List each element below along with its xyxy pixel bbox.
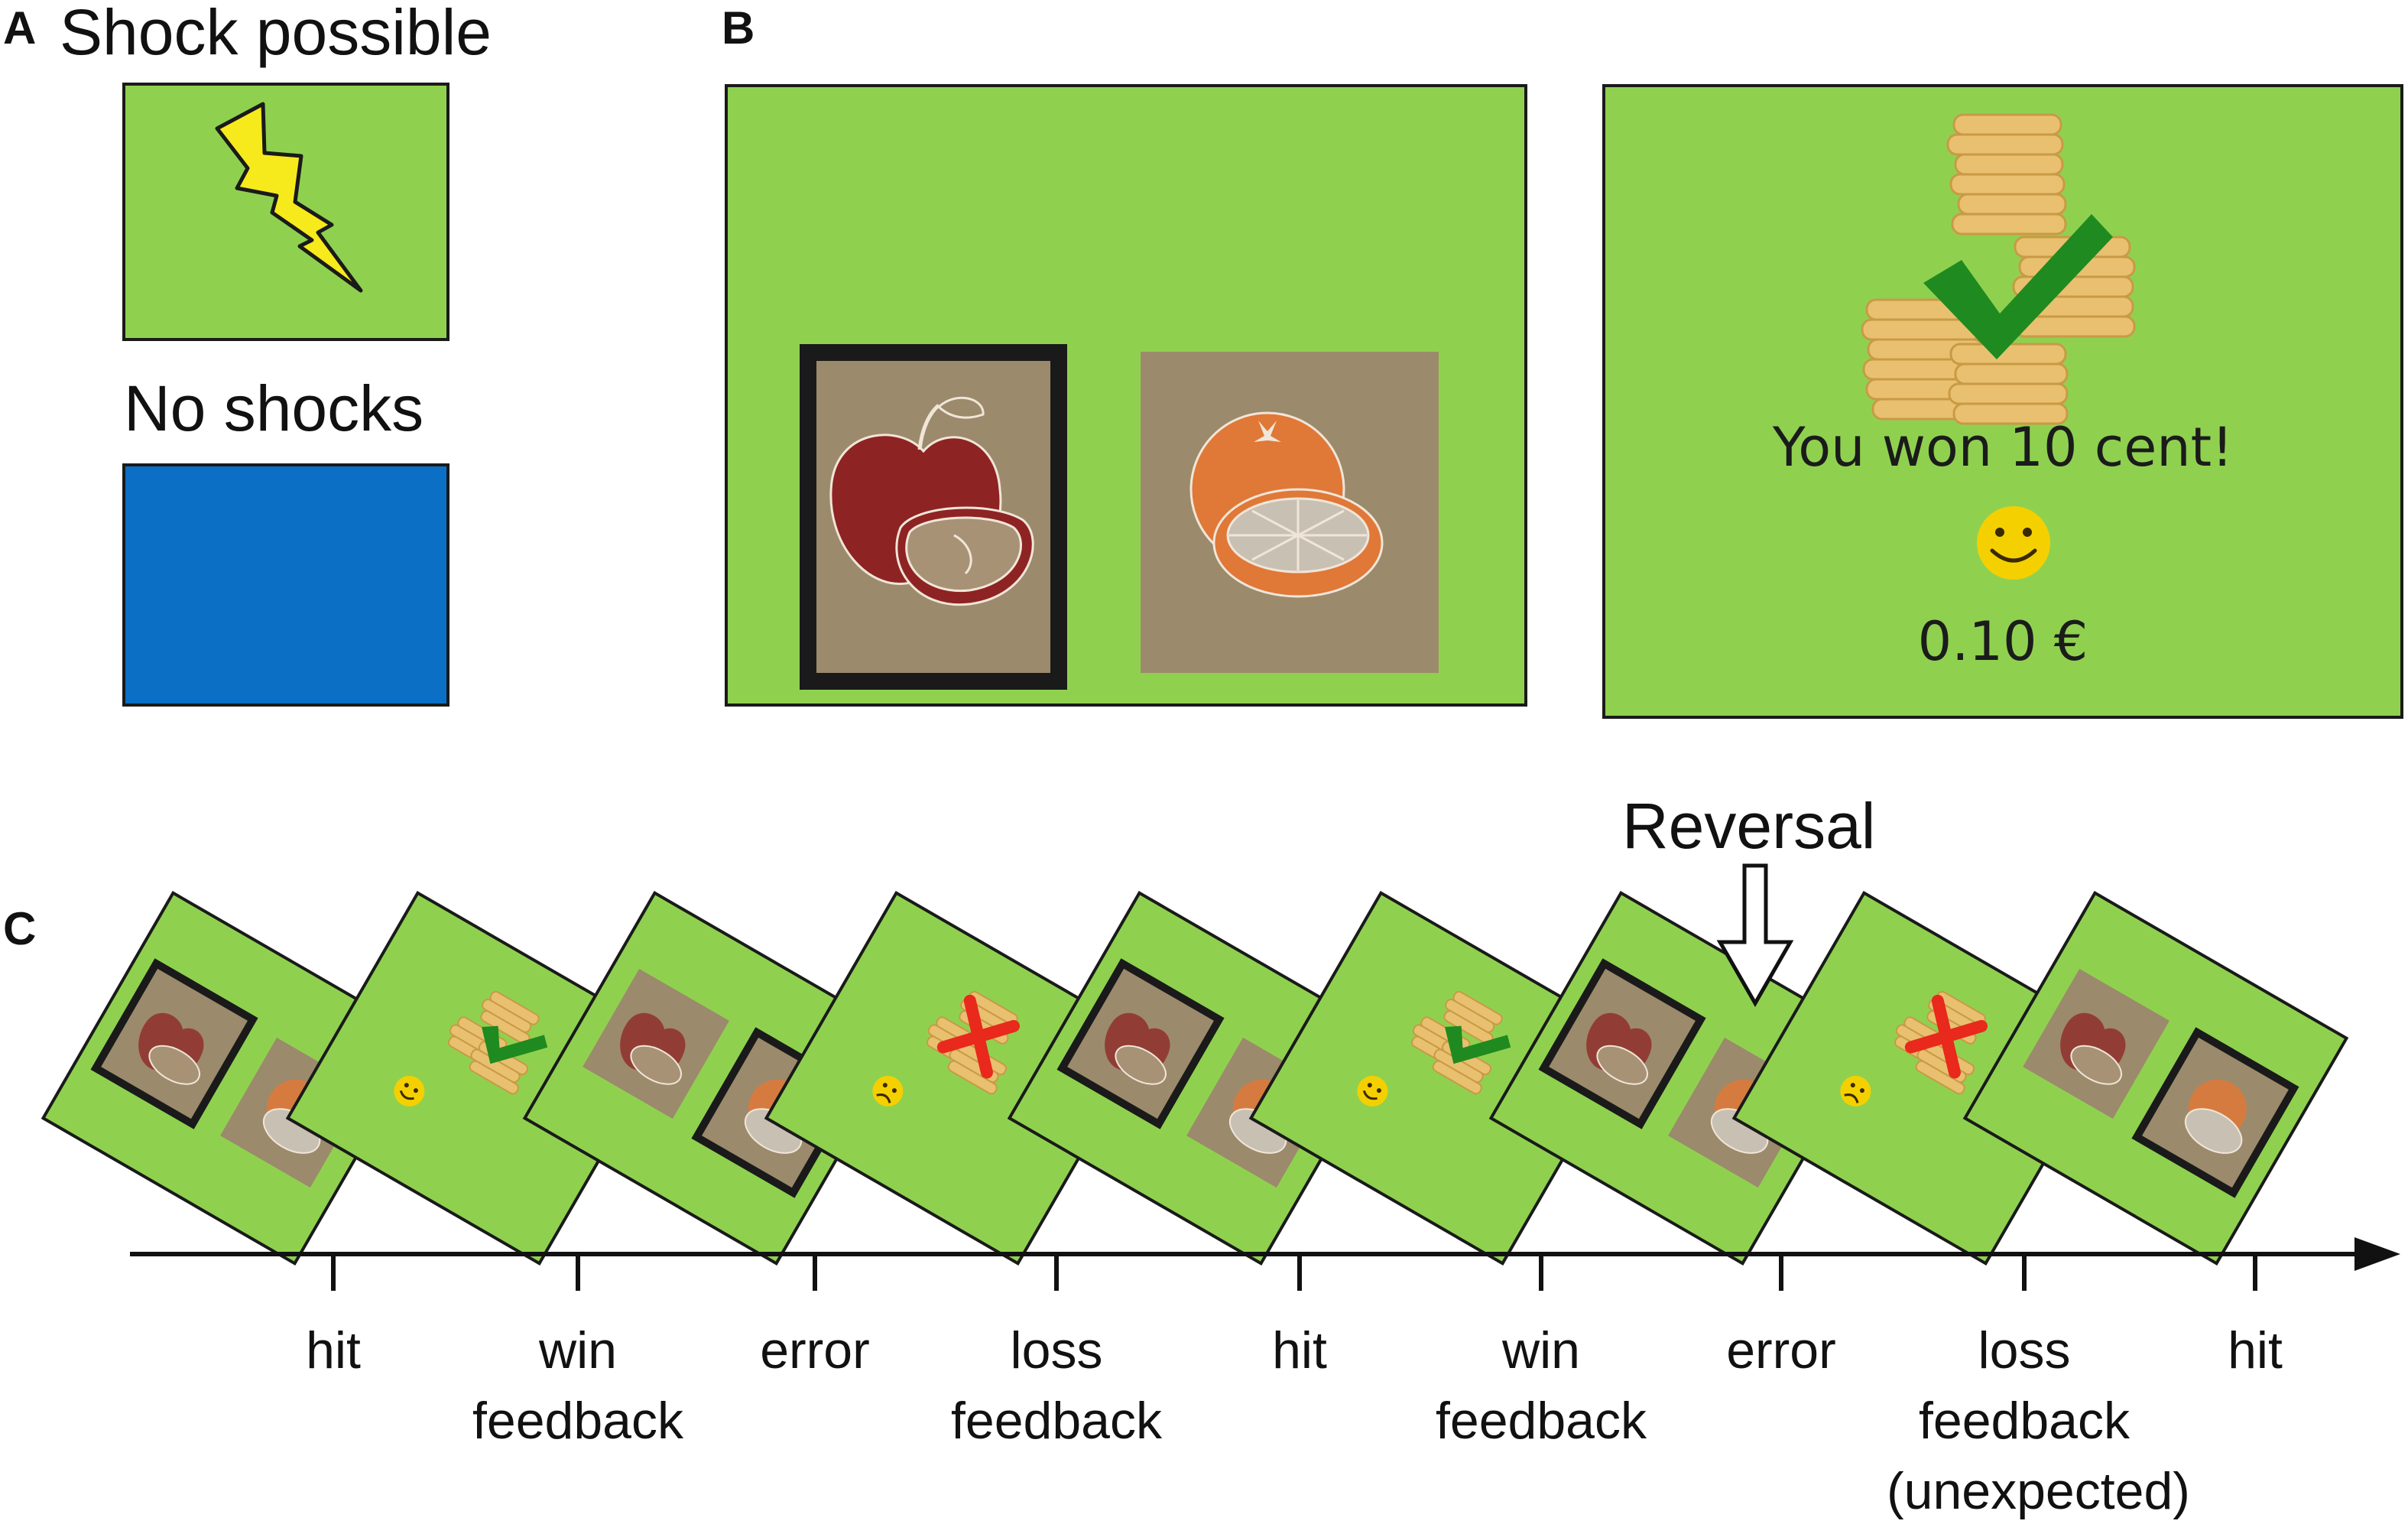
trial-screen-4 [764,891,1150,1266]
tick-label-line: hit [2228,1321,2283,1379]
checkmark-icon [1923,214,2113,359]
tick-label-line: loss [1010,1321,1103,1379]
stimulus-apple-card [1056,958,1225,1129]
reversal-label: Reversal [1622,790,1876,862]
tick-label-9: hit [2118,1315,2393,1386]
tick-label-line: feedback [1919,1392,2130,1450]
panel-c-letter: C [3,903,37,954]
tick-label-line: win [538,1321,618,1379]
stimulus-apple-card [583,968,729,1119]
tick-label-line: feedback [1436,1392,1647,1450]
checkmark-icon [1445,1025,1511,1064]
tick-label-4: loss feedback [919,1315,1194,1456]
coin-stack-icon [1894,990,1986,1095]
tick-label-line: error [1726,1321,1836,1379]
tick-label-line: (unexpected) [1887,1462,2190,1520]
trial-screen-7 [1488,891,1875,1266]
smiley-icon [1357,1075,1388,1106]
time-axis [130,1237,2400,1291]
orange-icon [1216,1067,1311,1163]
choice-screen [725,84,1527,707]
orange-icon [1698,1067,1793,1163]
panel-b-letter: B [722,2,755,54]
tick-label-line: loss [1978,1321,2071,1379]
apple-icon [125,1005,220,1093]
cross-icon [1904,994,1988,1079]
apple-icon [1092,1005,1186,1093]
trial-screen-5 [1007,891,1394,1266]
coin-stack-icon [926,990,1018,1095]
orange-icon [250,1067,345,1163]
stimulus-apple-card [90,958,258,1129]
trial-screen-6 [1248,891,1635,1266]
tick-label-8: loss feedback (unexpected) [1887,1315,2190,1526]
tick-label-line: hit [1272,1321,1327,1379]
trial-screen-3 [522,891,909,1266]
stimulus-orange-card [220,1037,367,1188]
tick-label-line: feedback [951,1392,1162,1450]
tick-label-6: win feedback [1404,1315,1679,1456]
coin-stack-icon [1410,990,1503,1095]
tick-label-2: win feedback [440,1315,716,1456]
tick-label-line: error [760,1321,870,1379]
orange-icon [732,1067,826,1163]
stimulus-orange-card [691,1027,859,1198]
checkmark-icon [482,1025,548,1064]
stimulus-apple-card [1538,958,1706,1129]
panel-a-letter: A [3,2,37,54]
smiley-icon [1977,506,2050,580]
coin-stack-icon [1861,113,2136,425]
trial-screen-8 [1731,891,2118,1266]
stimulus-apple-card [2023,968,2169,1119]
tick-label-7: error [1644,1315,1919,1386]
frowny-icon [872,1075,904,1106]
tick-label-5: hit [1162,1315,1437,1386]
feedback-illustration [1861,113,2136,580]
shock-possible-label: Shock possible [60,0,492,68]
frowny-icon [1840,1075,1871,1106]
stimulus-orange-card [2131,1027,2299,1198]
coin-stack-icon [447,990,540,1095]
apple-icon [1573,1005,1668,1093]
apple-icon [607,1005,702,1093]
trial-screen-1 [41,891,427,1266]
cross-icon [936,994,1020,1079]
feedback-amount-text: 0.10 € [1917,610,2088,673]
smiley-icon [394,1075,425,1106]
trial-screen-9 [1962,891,2349,1266]
choice-screen-stimuli [800,344,1439,690]
no-shocks-cue [122,463,449,707]
tick-label-1: hit [196,1315,471,1386]
stimulus-orange-card [1186,1037,1333,1188]
no-shocks-label: No shocks [124,372,424,444]
shock-possible-cue [122,83,449,341]
trial-screen-2 [285,891,672,1266]
tick-label-line: hit [306,1321,361,1379]
tick-label-3: error [677,1315,952,1386]
time-axis-arrowhead [2354,1237,2400,1271]
lightning-bolt-icon [215,102,363,293]
feedback-screen: You won 10 cent! 0.10 € [1602,84,2403,719]
tick-label-line: win [1501,1321,1581,1379]
trial-screens [41,891,2349,1266]
apple-icon [2047,1005,2142,1093]
reversal-arrow-icon [1716,863,1794,1008]
tick-label-line: feedback [472,1392,683,1450]
orange-icon [2172,1067,2267,1163]
feedback-win-text: You won 10 cent! [1772,416,2234,479]
stimulus-orange-card [1668,1037,1815,1188]
